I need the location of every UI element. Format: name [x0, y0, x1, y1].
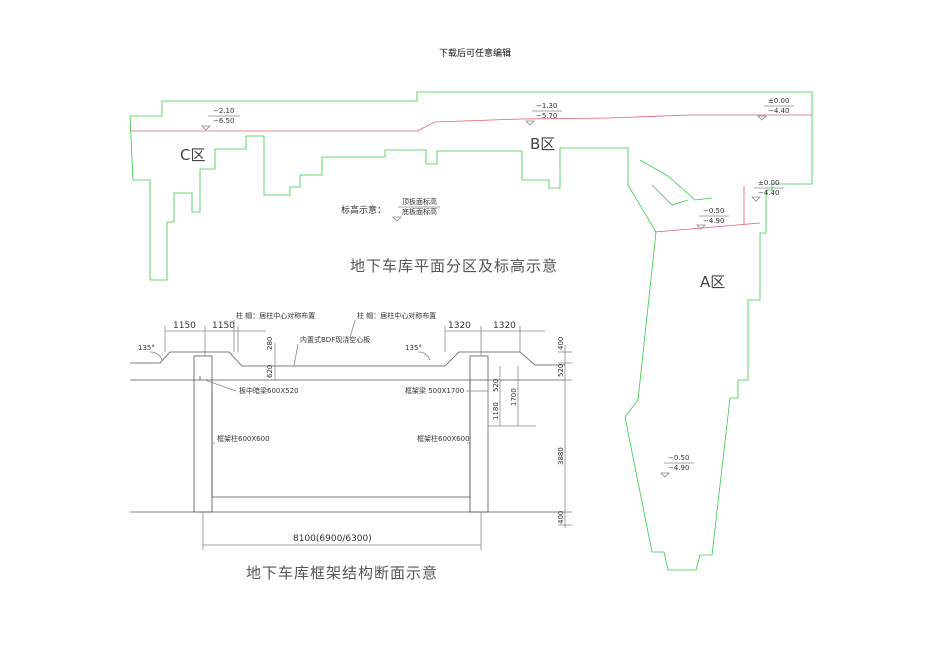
svg-text:1150: 1150: [173, 321, 196, 331]
svg-text:−1.30: −1.30: [536, 102, 557, 110]
svg-text:400: 400: [557, 337, 565, 350]
svg-text:−4.90: −4.90: [703, 217, 724, 225]
section-angles: 135° 135°: [138, 344, 431, 361]
svg-text:135°: 135°: [405, 344, 422, 352]
svg-text:标高示意：: 标高示意：: [341, 204, 386, 216]
svg-text:−0.50: −0.50: [668, 454, 689, 462]
svg-text:1180: 1180: [492, 402, 500, 420]
svg-text:400: 400: [557, 511, 565, 524]
svg-text:1700: 1700: [510, 388, 518, 406]
svg-text:8100(6900/6300): 8100(6900/6300): [293, 534, 372, 544]
svg-text:620: 620: [266, 365, 274, 378]
svg-text:板中暗梁600X520: 板中暗梁600X520: [239, 386, 299, 395]
svg-text:−4.40: −4.40: [768, 107, 789, 115]
svg-text:3880: 3880: [557, 447, 565, 465]
svg-text:±0.00: ±0.00: [758, 179, 779, 187]
zone-label-a: A区: [700, 273, 725, 291]
elev-marker-a1: ±0.00 −4.40: [751, 179, 784, 202]
svg-text:柱 帽：居柱中心对称布置: 柱 帽：居柱中心对称布置: [236, 311, 315, 320]
svg-text:±0.00: ±0.00: [768, 97, 789, 105]
elev-marker-c: −2.10 −6.50: [201, 107, 240, 131]
section-dims-right: 400 520 3880 400 520 1180 1700: [492, 337, 572, 528]
svg-text:内置式BDF现浇空心板: 内置式BDF现浇空心板: [300, 335, 370, 344]
elevation-boundaries: [130, 114, 812, 233]
plan-title: 地下车库平面分区及标高示意: [350, 257, 558, 275]
svg-text:底板面标高: 底板面标高: [402, 207, 437, 216]
plan-outline: [129, 91, 813, 571]
svg-text:框架柱600X600: 框架柱600X600: [417, 434, 470, 443]
svg-text:520: 520: [557, 364, 565, 377]
elevation-legend: 标高示意： 顶板面标高 底板面标高: [341, 197, 440, 222]
svg-text:−4.40: −4.40: [758, 189, 779, 197]
svg-text:135°: 135°: [138, 344, 155, 352]
svg-text:1150: 1150: [212, 321, 235, 331]
elev-marker-a3: −0.50 −4.90: [660, 454, 694, 478]
svg-text:520: 520: [492, 379, 500, 392]
svg-text:1320: 1320: [493, 321, 516, 331]
zone-label-c: C区: [180, 146, 205, 164]
svg-text:1320: 1320: [448, 321, 471, 331]
svg-text:−4.90: −4.90: [668, 464, 689, 472]
section-dims-top: 1150 1150 1320 1320 280 620: [164, 321, 545, 380]
svg-text:柱 帽：居柱中心对称布置: 柱 帽：居柱中心对称布置: [357, 311, 436, 320]
svg-text:−0.50: −0.50: [703, 207, 724, 215]
page-header: 下载后可任意编辑: [438, 49, 511, 59]
svg-text:框架梁 500X1700: 框架梁 500X1700: [405, 386, 464, 395]
section-notes: 柱 帽：居柱中心对称布置 柱 帽：居柱中心对称布置 内置式BDF现浇空心板 板中…: [204, 311, 488, 444]
section-dims-bottom: 8100(6900/6300): [202, 512, 482, 550]
elev-marker-b: −1.30 −5.70: [525, 102, 562, 126]
svg-text:280: 280: [266, 337, 274, 350]
elev-marker-right: ±0.00 −4.40: [757, 97, 794, 121]
svg-text:顶板面标高: 顶板面标高: [402, 197, 437, 206]
section-title: 地下车库框架结构断面示意: [246, 564, 438, 582]
elev-marker-a2: −0.50 −4.90: [696, 207, 729, 230]
svg-text:−6.50: −6.50: [213, 117, 234, 125]
svg-text:−5.70: −5.70: [536, 112, 557, 120]
svg-text:框架柱600X600: 框架柱600X600: [217, 434, 270, 443]
svg-text:−2.10: −2.10: [213, 107, 234, 115]
zone-label-b: B区: [530, 135, 555, 153]
